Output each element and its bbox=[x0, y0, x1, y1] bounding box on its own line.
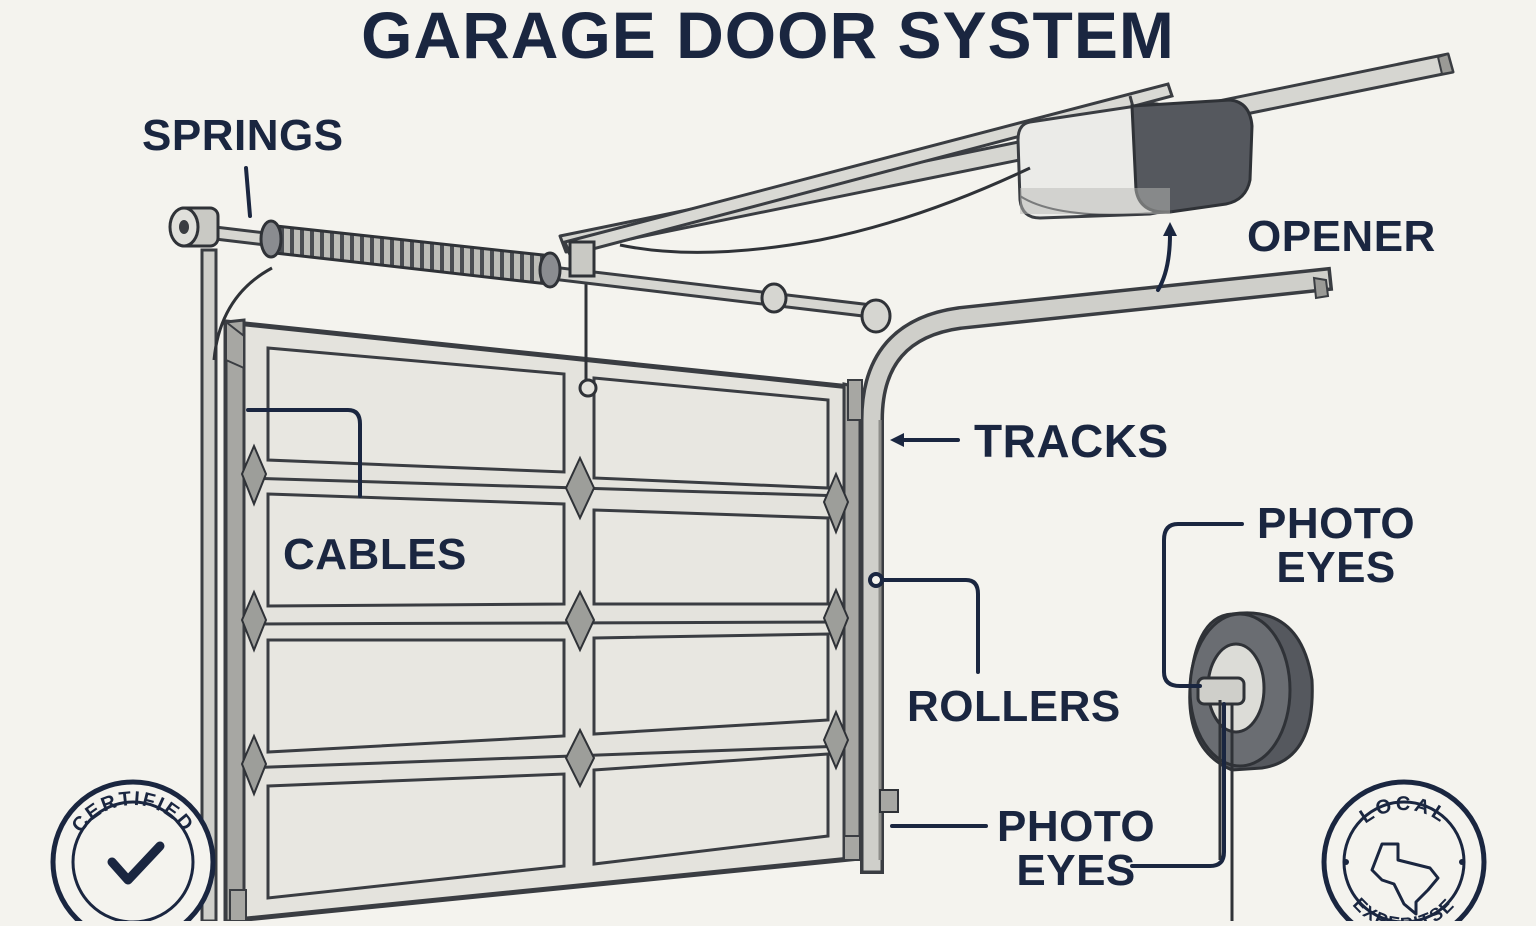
label-photo-eyes-upper: PHOTO EYES bbox=[1257, 502, 1415, 590]
page-title: GARAGE DOOR SYSTEM bbox=[361, 0, 1175, 72]
texas-outline-icon bbox=[1370, 842, 1440, 916]
local-expertise-badge: LOCAL EXPERITSE bbox=[1321, 779, 1487, 926]
label-photo-eyes-lower: PHOTO EYES bbox=[997, 805, 1155, 893]
label-opener: OPENER bbox=[1247, 212, 1436, 261]
torsion-spring bbox=[168, 206, 892, 361]
checkmark-icon bbox=[107, 841, 165, 885]
garage-door bbox=[223, 268, 863, 924]
opener-wire bbox=[619, 166, 1031, 254]
label-photo-eyes-upper-line1: PHOTO bbox=[1257, 499, 1416, 548]
label-tracks: TRACKS bbox=[974, 415, 1169, 467]
photo-eye-small bbox=[879, 789, 899, 813]
opener-unit bbox=[1016, 98, 1254, 220]
label-photo-eyes-upper-line2: EYES bbox=[1276, 543, 1396, 592]
leader-lines bbox=[244, 166, 1244, 868]
label-cables: CABLES bbox=[283, 530, 467, 579]
certified-badge: CERTIFIED bbox=[50, 779, 216, 926]
right-track bbox=[860, 266, 1334, 874]
photo-eye-sensor bbox=[1188, 611, 1314, 921]
label-photo-eyes-lower-line2: EYES bbox=[1016, 846, 1136, 895]
label-photo-eyes-lower-line1: PHOTO bbox=[997, 802, 1156, 851]
label-rollers: ROLLERS bbox=[907, 682, 1121, 731]
label-springs: SPRINGS bbox=[142, 111, 344, 160]
